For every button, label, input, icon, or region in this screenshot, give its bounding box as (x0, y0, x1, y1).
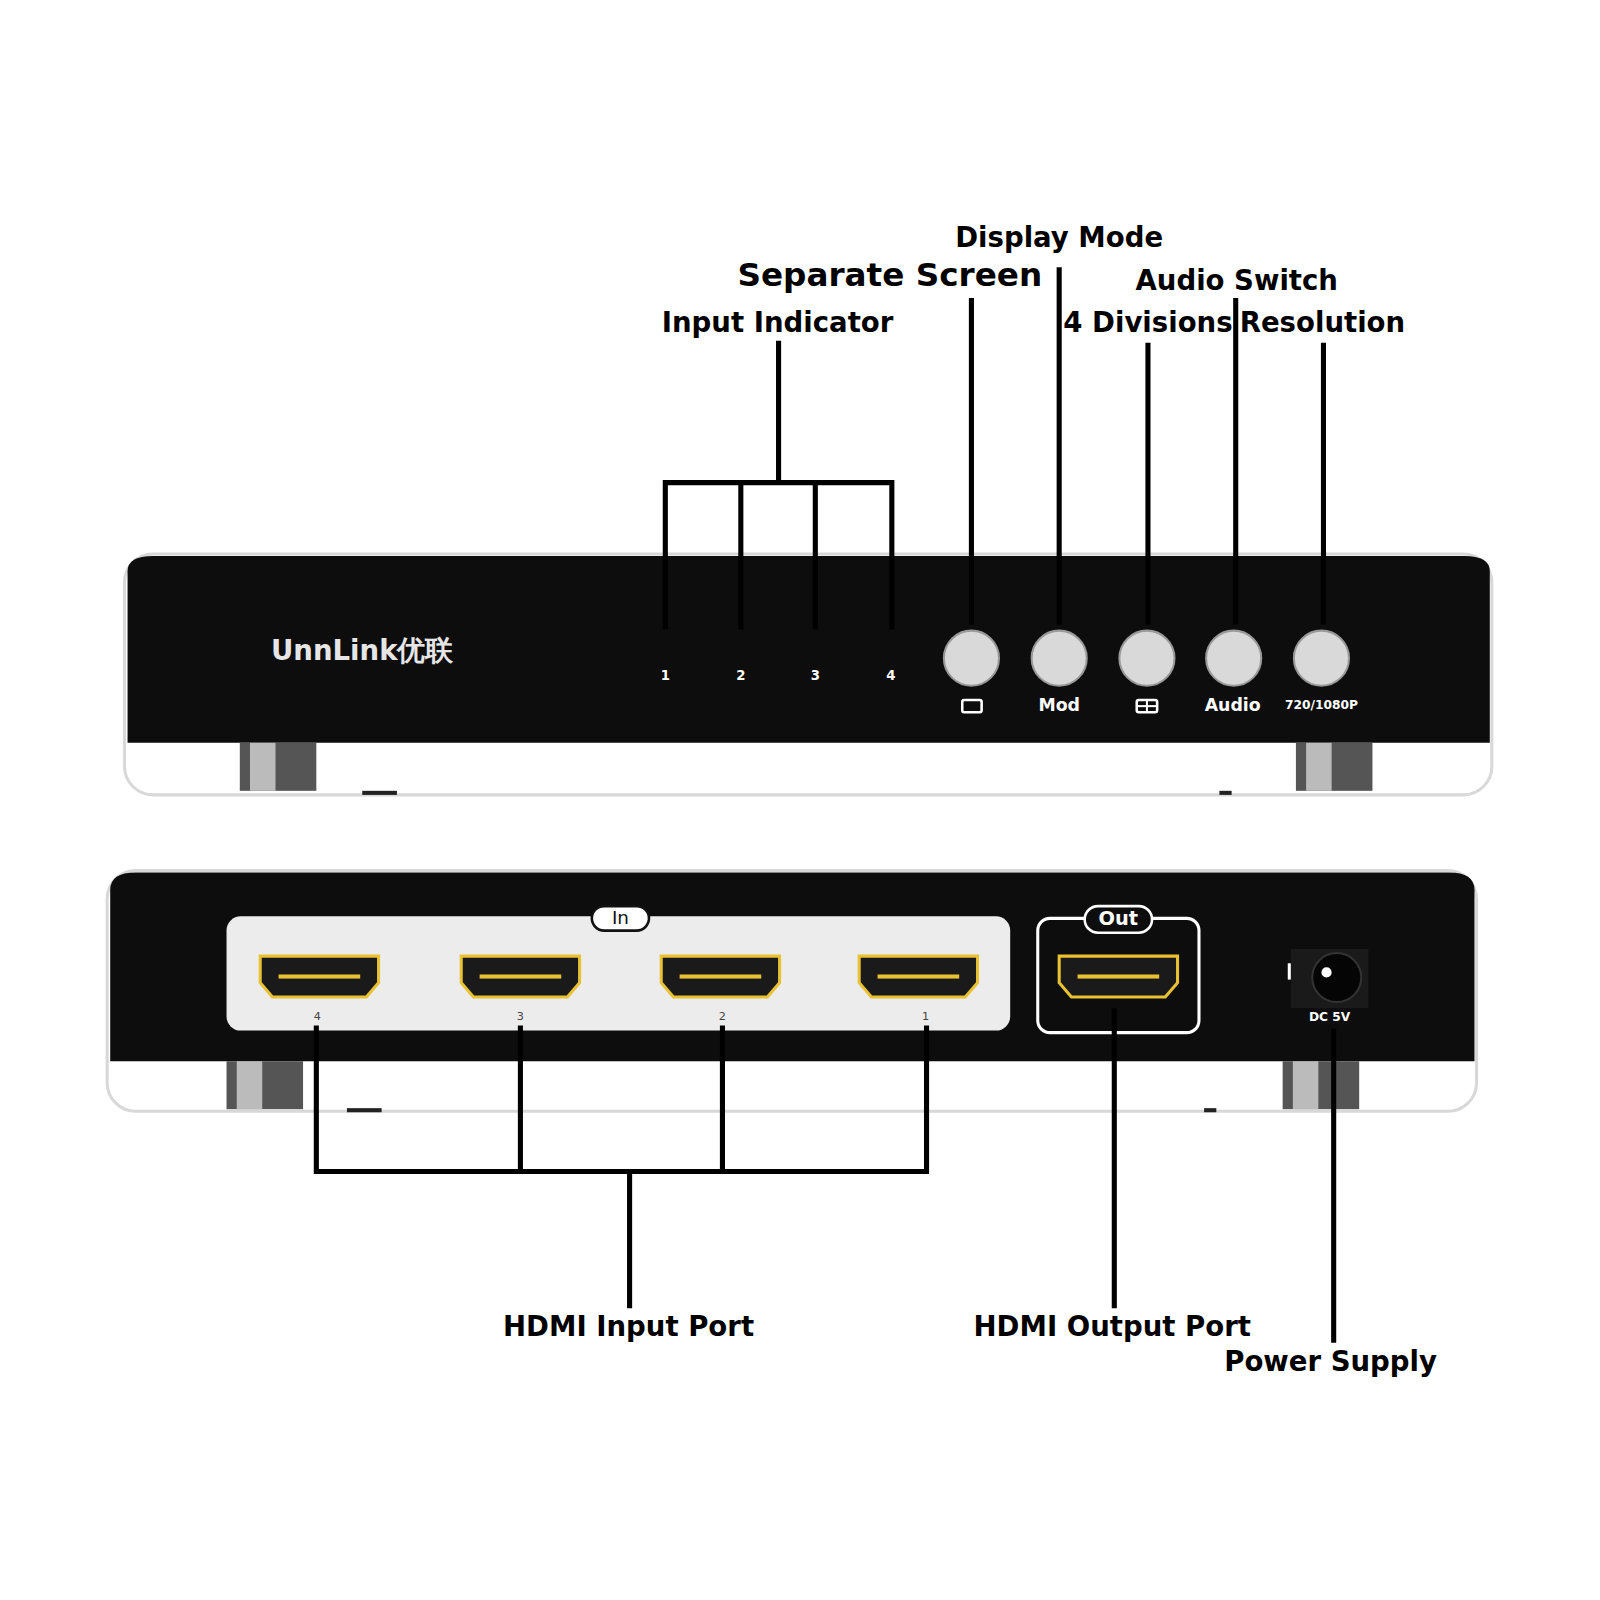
callout-label: HDMI Output Port (974, 1310, 1251, 1340)
button-label: Audio (1205, 697, 1261, 716)
callout-label: Separate Screen (737, 258, 1042, 294)
push-buttons (944, 631, 1349, 686)
hdmi-port (1059, 956, 1177, 997)
callout-label: HDMI Input Port (503, 1310, 754, 1340)
button-label: 720/1080P (1285, 699, 1358, 712)
panel-label: In (612, 908, 629, 928)
leader-lines (316, 267, 1333, 1343)
indicator-number: 2 (736, 668, 745, 683)
callout-label: 4 Divisions (1063, 307, 1232, 337)
hdmi-pins (878, 974, 960, 978)
port-number: 3 (517, 1011, 524, 1023)
hdmi-pins (279, 974, 361, 978)
hdmi-pins (680, 974, 762, 978)
callout-label: Power Supply (1224, 1346, 1437, 1376)
hdmi-port (661, 956, 779, 997)
hdmi-ports (260, 956, 1177, 997)
port-number: 1 (922, 1011, 929, 1023)
hdmi-port (859, 956, 977, 997)
callout-label: Display Mode (955, 222, 1163, 252)
brand-logo: UnnLink优联 (271, 635, 454, 665)
port-number: 2 (719, 1011, 726, 1023)
port-label: DC 5V (1309, 1012, 1350, 1025)
callout-label: Audio Switch (1136, 264, 1338, 294)
indicator-number: 4 (886, 668, 895, 683)
hdmi-pins (480, 974, 562, 978)
hdmi-pins (1078, 974, 1160, 978)
indicator-number: 1 (661, 668, 670, 683)
button-label: Mod (1038, 697, 1080, 716)
hdmi-port (260, 956, 378, 997)
panel-label: Out (1099, 909, 1139, 930)
callout-label: Input Indicator (662, 307, 894, 337)
callout-label: Resolution (1240, 307, 1405, 337)
indicator-number: 3 (811, 668, 820, 683)
hdmi-port (461, 956, 579, 997)
port-number: 4 (314, 1011, 321, 1023)
